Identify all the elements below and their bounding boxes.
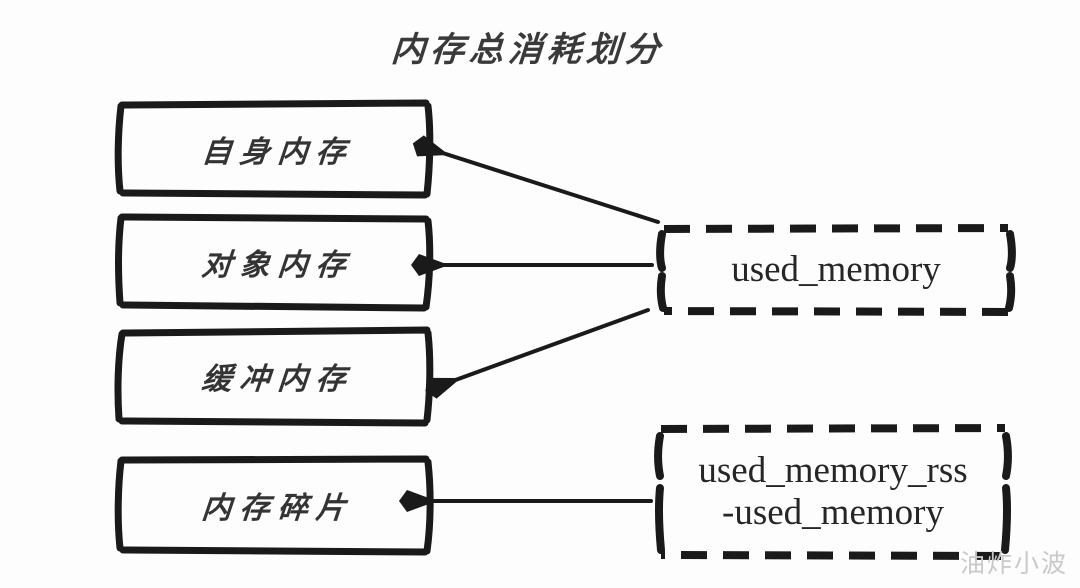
- memory-box-fragment[interactable]: 内存碎片: [114, 455, 434, 556]
- memory-box-label: 内存碎片: [200, 492, 356, 525]
- metric-box-used-memory[interactable]: used_memory: [656, 224, 1016, 316]
- dashed-box-outline-icon: [656, 224, 1016, 316]
- dashed-box-outline-icon: [654, 424, 1012, 560]
- memory-box-buffer[interactable]: 缓冲内存: [114, 326, 434, 427]
- metric-box-text: used_memory: [658, 224, 1014, 316]
- metric-line-1: used_memory_rss: [698, 449, 968, 491]
- memory-box-label: 对象内存: [200, 249, 356, 282]
- metric-box-text: used_memory_rss -used_memory: [655, 424, 1011, 560]
- arrow-line: [428, 308, 650, 391]
- memory-box-label: 自身内存: [200, 136, 356, 169]
- metric-line-1: used_memory: [731, 248, 941, 290]
- memory-box-self[interactable]: 自身内存: [114, 99, 434, 199]
- metric-box-used-memory-rss-diff[interactable]: used_memory_rss -used_memory: [654, 424, 1012, 560]
- metric-line-2: -used_memory: [722, 492, 944, 533]
- page-title: 内存总消耗划分: [389, 32, 666, 69]
- memory-box-label: 缓冲内存: [200, 363, 356, 396]
- watermark: 油炸小波: [959, 551, 1068, 578]
- memory-box-object[interactable]: 对象内存: [115, 213, 434, 312]
- arrow-line: [416, 143, 660, 224]
